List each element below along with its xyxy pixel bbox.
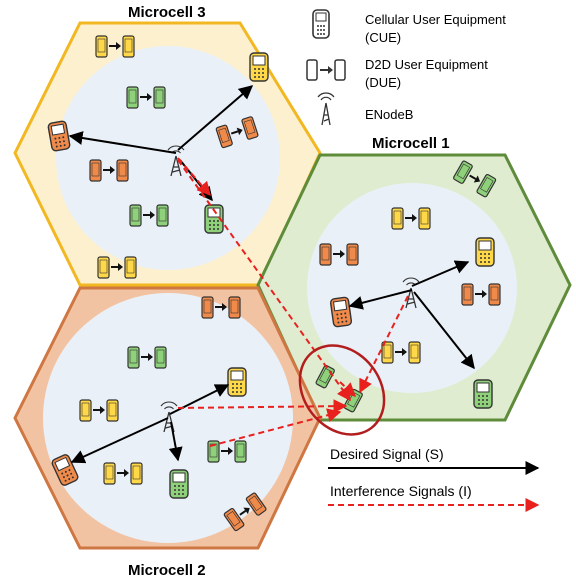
cellular-phone-icon xyxy=(47,120,71,152)
smartphone-icon xyxy=(461,283,474,306)
d2d-pair-icon xyxy=(319,243,359,266)
smartphone-icon xyxy=(488,283,501,306)
desired-signal-line xyxy=(168,421,183,462)
smartphone-icon xyxy=(153,86,166,109)
d2d-pair-icon xyxy=(453,160,497,198)
d2d-pair-icon xyxy=(95,35,135,58)
smartphone-icon xyxy=(381,341,394,364)
d2d-pair-icon xyxy=(129,204,169,227)
smartphone-icon xyxy=(215,124,233,149)
d2d-pair-icon xyxy=(381,341,421,364)
d2d-pair-icon xyxy=(79,399,119,422)
legend-due-line1: D2D User Equipment xyxy=(365,57,488,72)
cellular-phone-icon xyxy=(475,237,495,267)
smartphone-icon xyxy=(315,364,335,389)
cellular-phone-icon xyxy=(249,52,269,82)
interference-signal-line xyxy=(177,399,348,414)
d2d-pair-icon xyxy=(201,296,241,319)
desired-signal-line xyxy=(413,291,475,370)
microcell-2-title: Microcell 2 xyxy=(128,562,206,579)
smartphone-icon xyxy=(223,508,245,532)
smartphone-icon xyxy=(79,399,92,422)
smartphone-icon xyxy=(116,159,129,182)
smartphone-icon xyxy=(124,256,137,279)
smartphone-icon xyxy=(453,160,473,184)
cellular-phone-icon xyxy=(329,296,353,328)
desired-signal-line xyxy=(70,417,169,464)
smartphone-icon xyxy=(154,346,167,369)
desired-signal-line xyxy=(348,289,413,310)
smartphone-icon xyxy=(319,243,332,266)
smartphone-icon xyxy=(106,399,119,422)
desired-signal-line xyxy=(169,384,230,415)
cellular-phone-icon xyxy=(312,9,330,39)
smartphone-icon xyxy=(418,207,431,230)
smartphone-icon xyxy=(346,243,359,266)
smartphone-icon xyxy=(127,346,140,369)
devices-layer xyxy=(47,35,501,532)
enodeb-tower-icon xyxy=(317,92,335,126)
cellular-phone-icon xyxy=(473,379,493,409)
d2d-pair-icon xyxy=(89,159,129,182)
d2d-pair-icon xyxy=(391,207,431,230)
legend-enb: ENodeB xyxy=(365,107,413,122)
smartphone-icon xyxy=(122,35,135,58)
smartphone-icon xyxy=(97,256,110,279)
d2d-pair-icon xyxy=(306,59,346,81)
smartphone-icon xyxy=(234,440,247,463)
desired-signal-line xyxy=(68,131,177,154)
interference-signal-line xyxy=(339,381,357,397)
microcell-3-title: Microcell 3 xyxy=(128,4,206,21)
cellular-phone-icon xyxy=(204,204,224,234)
microcell-3-coverage xyxy=(56,46,280,270)
smartphone-icon xyxy=(129,204,142,227)
d2d-pair-icon xyxy=(103,462,143,485)
d2d-pair-icon xyxy=(215,116,259,149)
smartphone-icon xyxy=(228,296,241,319)
interference-signals xyxy=(177,157,409,447)
signal-legend: Desired Signal (S) Interference Signals … xyxy=(328,446,540,512)
interference-signal-line xyxy=(177,157,211,197)
cellular-phone-icon xyxy=(227,367,247,397)
smartphone-icon xyxy=(241,116,259,140)
d2d-pair-icon xyxy=(126,86,166,109)
interference-signal-label: Interference Signals (I) xyxy=(330,483,472,499)
smartphone-icon xyxy=(103,462,116,485)
smartphone-icon xyxy=(245,492,267,516)
smartphone-icon xyxy=(156,204,169,227)
smartphone-icon xyxy=(89,159,102,182)
d2d-pair-icon xyxy=(127,346,167,369)
interference-signal-line xyxy=(359,295,409,394)
smartphone-icon xyxy=(408,341,421,364)
desired-signal-line xyxy=(411,260,470,287)
cellular-phone-icon xyxy=(169,469,189,499)
d2d-pair-icon xyxy=(97,256,137,279)
interference-victim-highlight xyxy=(298,344,386,436)
legend-cue-line1: Cellular User Equipment xyxy=(365,12,506,27)
smartphone-icon xyxy=(391,207,404,230)
d2d-pair-icon xyxy=(223,492,267,532)
smartphone-icon xyxy=(201,296,214,319)
legend: Cellular User Equipment (CUE) D2D User E… xyxy=(306,9,506,126)
smartphone-icon xyxy=(130,462,143,485)
smartphone-icon xyxy=(95,35,108,58)
desired-signal-label: Desired Signal (S) xyxy=(330,446,444,462)
legend-due-line2: (DUE) xyxy=(365,75,401,90)
microcell-1-title: Microcell 1 xyxy=(372,135,450,152)
smartphone-icon xyxy=(126,86,139,109)
desired-signal-line xyxy=(177,85,254,151)
interference-signal-line xyxy=(209,408,342,447)
d2d-pair-icon xyxy=(461,283,501,306)
legend-cue-line2: (CUE) xyxy=(365,30,401,45)
microcell-1-coverage xyxy=(307,183,517,393)
smartphone-icon xyxy=(476,173,497,198)
